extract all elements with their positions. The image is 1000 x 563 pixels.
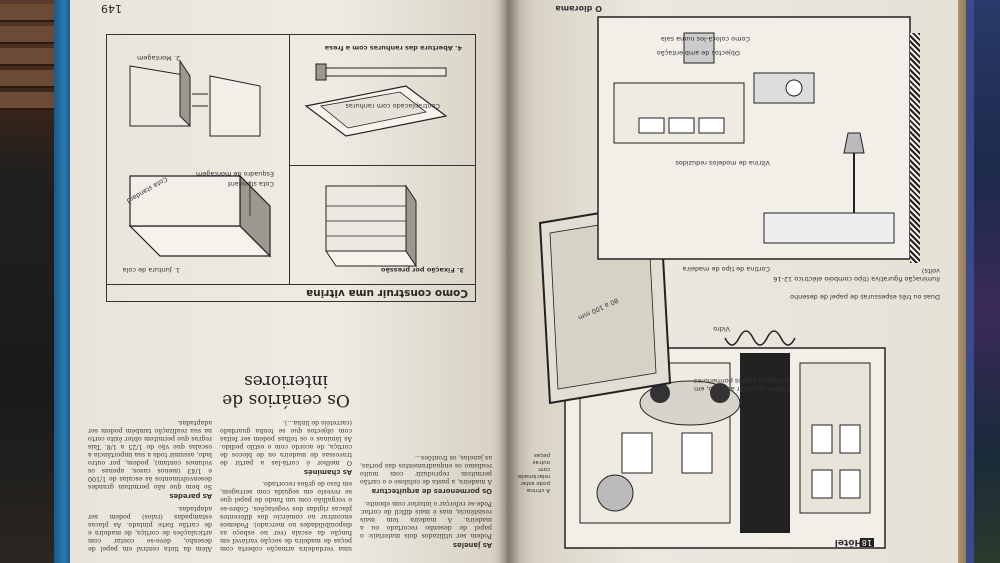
fig1-drawing [128, 174, 272, 258]
hotel-sign-number: 18 [859, 538, 874, 547]
fig3-label: 3. Fixação por pressão [381, 266, 464, 274]
heading-pormenores: Os pormenores de arquitectura [371, 487, 492, 496]
diagram-panel: Como construir uma vitrina 1. Juntura de… [100, 30, 480, 306]
label-esquadro: Esquadro de montagem [195, 170, 274, 178]
room-wall-pattern [910, 33, 920, 263]
heading-chamines: As chaminés [303, 468, 352, 477]
diorama-heading: O diorama [555, 4, 602, 13]
paragraph-chamines: O melhor é cortá-las a partir de travess… [220, 418, 352, 467]
book-gutter-shadow [498, 0, 520, 563]
fig4-label: 4. Abertura das ranhuras com a fresa [324, 44, 462, 52]
book-spine-right [966, 0, 974, 563]
fig2-drawing [129, 59, 261, 137]
fig1-label: 1. Juntura de cola [122, 266, 180, 274]
page-number: 149 [101, 2, 122, 15]
label-iluminacao: Iluminação figurativa (tipo comboio eléc… [773, 267, 940, 283]
label-cota-standard-b: Cota standard [228, 180, 274, 188]
hotel-sign: Hôtel [834, 537, 862, 547]
diagram-divider-vertical [289, 34, 290, 284]
fig2-label: 2. Montagem [137, 54, 180, 62]
shelf-brick [0, 92, 62, 110]
shelf-brick [0, 48, 62, 66]
spring-drawing [724, 330, 796, 346]
label-duas-folhas: Duas ou três espessuras de papel de dese… [790, 293, 940, 301]
label-objects: Objectos de ambientação [656, 49, 740, 57]
paragraph-armacao: uma verdadeira armação coberta com peças… [220, 480, 352, 552]
book-cover-edge-left [54, 0, 74, 563]
fig3-drawing [325, 184, 417, 268]
text-column-a: As janelas Podem ser utilizados dois mat… [360, 453, 492, 552]
paragraph-janelas: Podem ser utilizados dois materiais: o p… [360, 499, 492, 539]
label-side-note: A vitrina pode estar relacionada com out… [517, 452, 550, 493]
diorama-scene-drawing [564, 347, 886, 549]
left-text-block: As janelas Podem ser utilizados dois mat… [80, 300, 500, 560]
diagram-divider-horizontal [290, 165, 476, 166]
text-column-b: uma verdadeira armação coberta com peças… [220, 372, 352, 553]
text-column-c: Além da tinta central em papel de desenh… [88, 418, 212, 552]
section-title-cenarios: Os cenários de interiores [222, 371, 350, 411]
shelf-brick [0, 4, 62, 22]
heading-janelas: As janelas [453, 541, 492, 549]
label-cortina: Cortina de tipo de madeira [682, 265, 770, 273]
shelf-brick [0, 70, 62, 88]
label-como-colocar: Como colocá-los numa sala [660, 35, 750, 43]
paragraph-tinta: Além da tinta central em papel de desenh… [88, 504, 212, 552]
right-illustrations: Hôtel 18 O diorama Vidro Podem-se juntar… [516, 0, 950, 563]
label-vitrine-modelos: Vitrina de modelos reduzidos [675, 159, 770, 167]
fig4-drawing [304, 63, 448, 137]
heading-paredes: As paredes [169, 492, 212, 501]
page-number-wrap: 149 [92, 2, 122, 20]
paragraph-pormenores: A madeira, a pasta de celulose e o cartã… [360, 454, 492, 486]
room-scene-drawing [597, 16, 911, 260]
shelf-brick [0, 26, 62, 44]
paragraph-paredes: Se bem que não permitam grandes desenvol… [88, 418, 212, 491]
background-shelf-left [0, 0, 62, 563]
label-contraplacado: Contraplacado com ranhuras [345, 102, 441, 110]
label-podem-ser: Podem-se juntar ao vidro, em antepara, a… [693, 377, 790, 393]
